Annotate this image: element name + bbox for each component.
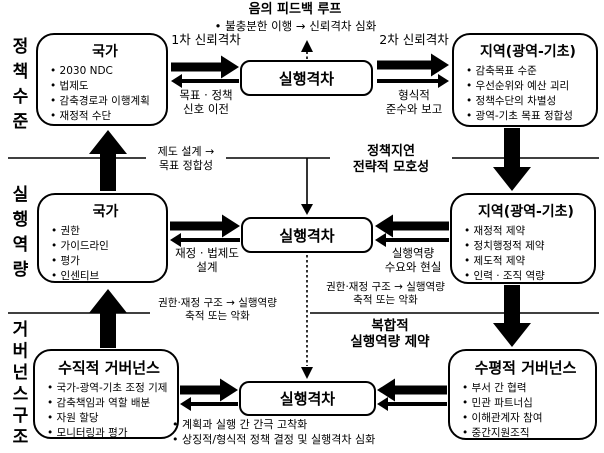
box-horizontal-governance-title: 수평적 거버넌스	[474, 359, 577, 377]
negative-feedback-loop-bullet: • 불충분한 이행 → 신뢰격차 심화	[193, 19, 398, 33]
gap3-outcome-notes: 계획과 실행 간 간극 고착화상징적/형식적 정책 결정 및 실행격차 심화	[172, 417, 442, 447]
box-region-policy-items: 감축목표 수준우선순위와 예산 괴리정책수단의 차별성광역-기초 목표 정합성	[466, 64, 590, 124]
bullet-item: 감축책임과 역할 배분	[47, 396, 171, 411]
bullet-item: 감축경로과 이행계획	[50, 94, 160, 109]
box-region-capacity-items: 재정적 제약정치행정적 제약제도적 제약인력 · 조직 역량	[464, 224, 588, 284]
box-national-capacity: 국가 권한가이드라인평가인센티브	[37, 193, 168, 283]
arrow-region2-to-gap2-thin	[375, 233, 449, 247]
arrow-region2-down-to-horizontal-gov	[493, 285, 531, 347]
side-label-policy-level: 정책수준	[8, 37, 28, 137]
arrow-gap2-to-national2-thin	[170, 233, 240, 247]
arrow-gap3-to-vertical-gov-thin	[180, 397, 238, 411]
bullet-item: 중간지원조직	[462, 426, 589, 441]
arrow-vertical-gov-to-gap3-thick	[180, 378, 238, 402]
bullet-item: 재정적 수단	[50, 109, 160, 124]
bullet-item: 제도적 제약	[464, 254, 588, 269]
bullet-item: 이해관계자 참여	[462, 411, 589, 426]
arrow-national-to-gap1-thick	[171, 55, 239, 79]
bullet-item: 인센티브	[51, 269, 160, 284]
box-vertical-governance: 수직적 거버넌스 국가-광역-기초 조정 기제감축책임과 역할 배분자원 할당모…	[33, 349, 179, 439]
arrow-gap1-to-region-thin	[377, 74, 449, 88]
label-fiscal-legal-design: 재정 · 법제도 설계	[175, 246, 239, 274]
box-implementation-gap-2: 실행격차	[241, 217, 373, 253]
box-implementation-gap-3: 실행격차	[239, 381, 376, 416]
label-authority-fiscal-structure-left: 권한·재정 구조 → 실행역량 축적 또는 악화	[150, 297, 285, 323]
arrow-region1-down-to-region2	[493, 128, 531, 191]
bullet-item: 우선순위와 예산 괴리	[466, 79, 590, 94]
bullet-item: 계획과 실행 간 간극 고착화	[172, 417, 442, 432]
bullet-item: 부서 간 협력	[462, 381, 589, 396]
box-national-capacity-title: 국가	[92, 204, 119, 220]
bullet-item: 광역-기초 목표 정합성	[466, 109, 590, 124]
implementation-gap-3-label: 실행격차	[279, 390, 336, 408]
box-national-policy-title: 국가	[92, 44, 118, 60]
bullet-item: 민관 파트너십	[462, 396, 589, 411]
arrow-gap1-to-national-thin	[171, 74, 239, 88]
box-vertical-governance-title: 수직적 거버넌스	[58, 359, 160, 377]
label-policy-delay-ambiguity: 정책지연 전략적 모호성	[330, 144, 452, 176]
arrow-national2-up-to-national1	[89, 130, 127, 191]
negative-feedback-loop-title: 음의 피드백 루프	[215, 2, 375, 18]
bullet-item: 가이드라인	[51, 239, 160, 254]
bullet-item: 정치행정적 제약	[464, 239, 588, 254]
side-label-implementation-capacity: 실행역량	[8, 185, 28, 285]
box-horizontal-governance: 수평적 거버넌스 부서 간 협력민관 파트너십이해관계자 참여중간지원조직	[448, 349, 597, 440]
arrow-region2-to-gap2-thick	[375, 214, 449, 238]
box-horizontal-governance-items: 부서 간 협력민관 파트너십이해관계자 참여중간지원조직	[462, 381, 589, 441]
box-national-capacity-items: 권한가이드라인평가인센티브	[51, 224, 160, 284]
box-national-policy: 국가 2030 NDC법제도감축경로과 이행계획재정적 수단	[36, 33, 168, 126]
arrow-horizontal-gov-to-gap3-thin	[377, 397, 447, 411]
arrow-vertical-gov-up-to-national2	[89, 289, 127, 348]
box-region-capacity-title: 지역(광역-기초)	[478, 204, 574, 220]
box-region-capacity: 지역(광역-기초) 재정적 제약정치행정적 제약제도적 제약인력 · 조직 역량	[450, 193, 596, 284]
feedback-dashed-arrow-up	[301, 40, 313, 59]
bullet-item: 법제도	[50, 79, 160, 94]
box-region-policy-title: 지역(광역-기초)	[480, 44, 576, 60]
arrow-gap1-to-region-thick	[377, 53, 449, 77]
arrow-national2-to-gap2-thick	[170, 214, 240, 238]
bullet-item: 국가-광역-기초 조정 기제	[47, 381, 171, 396]
box-vertical-governance-items: 국가-광역-기초 조정 기제감축책임과 역할 배분자원 할당모니터링과 평가	[47, 381, 171, 441]
label-institution-design: 제도 설계 → 목표 정합성	[146, 145, 226, 173]
label-secondary-trust-gap: 2차 신뢰격차	[379, 32, 449, 47]
bullet-item: 2030 NDC	[50, 64, 160, 79]
bullet-item: 권한	[51, 224, 160, 239]
bullet-item: 상징적/형식적 정책 결정 및 실행격차 심화	[172, 432, 442, 447]
institution-design-branch-arrow	[301, 158, 313, 215]
bullet-item: 인력 · 조직 역량	[464, 269, 588, 284]
bullet-item: 모니터링과 평가	[47, 426, 171, 441]
box-national-policy-items: 2030 NDC법제도감축경로과 이행계획재정적 수단	[50, 64, 160, 124]
label-formal-compliance: 형식적 준수와 보고	[385, 88, 443, 116]
implementation-gap-1-label: 실행격차	[278, 69, 335, 88]
label-authority-fiscal-structure-right: 권한·재정 구조 → 실행역량 축적 또는 악화	[326, 281, 445, 306]
bullet-item: 정책수단의 차별성	[466, 94, 590, 109]
label-goal-policy-signal: 목표 · 정책 신호 이전	[179, 88, 233, 116]
gap-dashed-arrow-down	[301, 255, 313, 379]
side-label-governance-structure: 거버넌스구조	[8, 319, 28, 449]
label-complex-capacity-constraint: 복합적 실행역량 제약	[350, 318, 430, 350]
bullet-item: 평가	[51, 254, 160, 269]
bullet-item: 감축목표 수준	[466, 64, 590, 79]
box-implementation-gap-1: 실행격차	[240, 60, 373, 96]
implementation-gap-2-label: 실행격차	[279, 226, 335, 245]
arrow-horizontal-gov-to-gap3-thick	[377, 378, 447, 402]
box-region-policy: 지역(광역-기초) 감축목표 수준우선순위와 예산 괴리정책수단의 차별성광역-…	[452, 33, 598, 127]
bullet-item: 자원 할당	[47, 411, 171, 426]
label-capacity-demand-reality: 실행역량 수요와 현실	[384, 246, 442, 274]
label-primary-trust-gap: 1차 신뢰격차	[171, 32, 241, 47]
bullet-item: 재정적 제약	[464, 224, 588, 239]
